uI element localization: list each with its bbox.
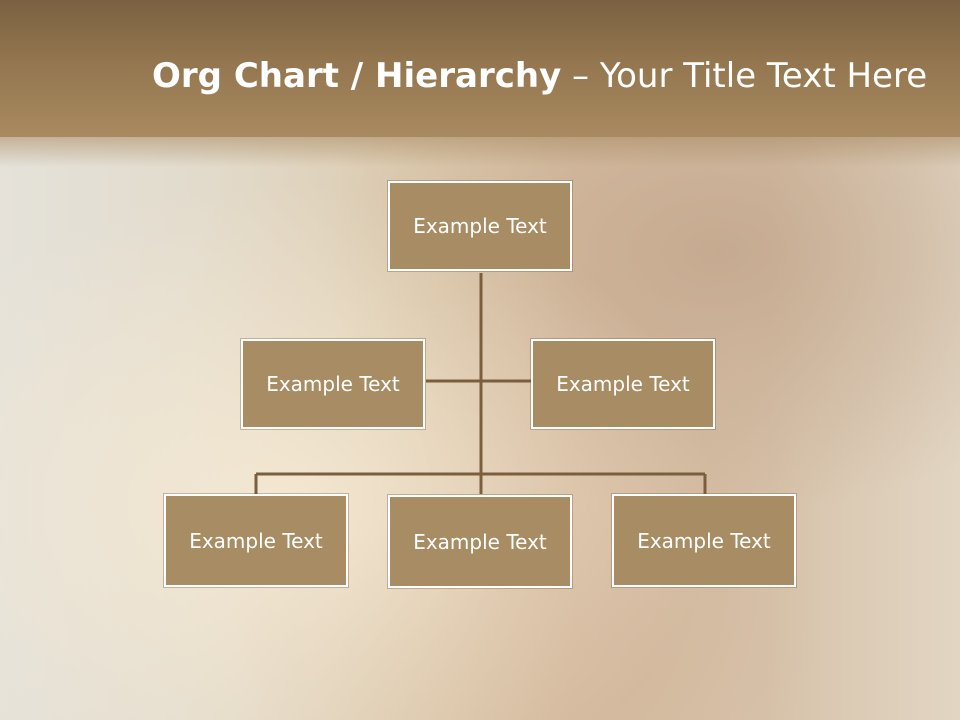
- org-node-child-1[interactable]: Example Text: [164, 494, 348, 587]
- title-bar: [0, 0, 960, 137]
- title-bar-shadow: [0, 137, 960, 167]
- org-node-root-label: Example Text: [413, 214, 547, 238]
- org-node-child-1-label: Example Text: [189, 528, 323, 553]
- org-node-child-2-label: Example Text: [413, 529, 547, 554]
- org-node-child-2[interactable]: Example Text: [388, 495, 572, 588]
- slide-title[interactable]: Org Chart / Hierarchy – Your Title Text …: [152, 54, 927, 98]
- title-bold-part: Org Chart / Hierarchy: [152, 56, 562, 96]
- org-node-child-3-label: Example Text: [637, 528, 771, 553]
- org-node-root[interactable]: Example Text: [388, 181, 572, 271]
- org-node-child-3[interactable]: Example Text: [612, 494, 796, 587]
- title-rest-part: Your Title Text Here: [599, 56, 928, 96]
- org-node-assistant-left-label: Example Text: [266, 372, 400, 396]
- org-node-assistant-right[interactable]: Example Text: [531, 339, 715, 429]
- org-node-assistant-left[interactable]: Example Text: [241, 339, 425, 429]
- org-node-assistant-right-label: Example Text: [556, 372, 690, 396]
- title-dash: –: [561, 56, 600, 96]
